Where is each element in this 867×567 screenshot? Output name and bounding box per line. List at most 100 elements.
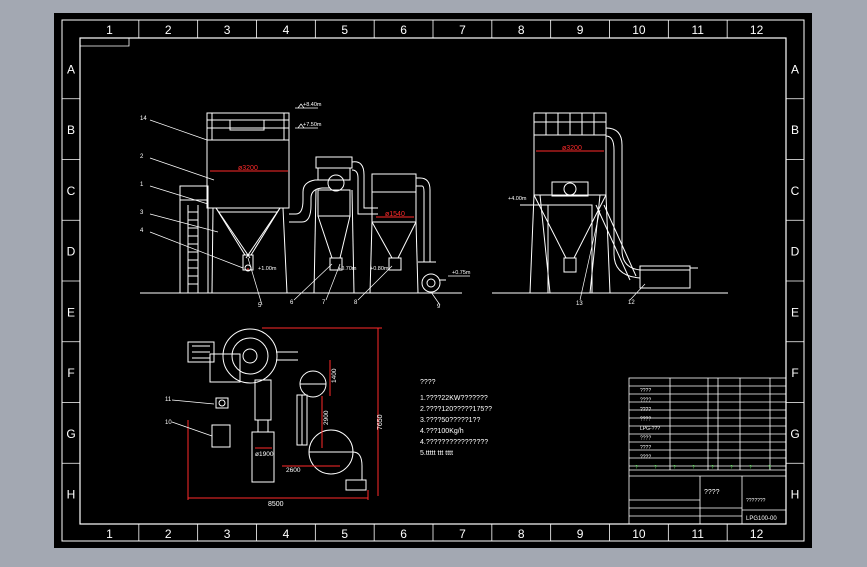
right-elevation-view xyxy=(492,112,728,294)
plan-diameter: ø1900 xyxy=(255,451,274,458)
title-block-row-label: ???? xyxy=(640,398,651,404)
grid-row-right: A xyxy=(791,62,799,76)
callout-number: 4 xyxy=(140,228,144,234)
grid-col-bottom: 5 xyxy=(341,527,348,541)
grid-col-bottom: 1 xyxy=(106,527,113,541)
grid-col-bottom: 9 xyxy=(577,527,584,541)
note-line: 3.????50?????1?? xyxy=(420,417,480,424)
note-line: 4.???????????????? xyxy=(420,439,488,446)
title-block-row-label: ???? xyxy=(640,455,651,461)
grid-col-bottom: 4 xyxy=(283,527,290,541)
grid-col-bottom: 2 xyxy=(165,527,172,541)
level-base-cyclone2: +0.80m xyxy=(370,266,389,272)
grid-row-left: E xyxy=(67,305,75,319)
plan-dim-d1: 1400 xyxy=(331,368,338,383)
title-block-mark: ???? xyxy=(704,489,720,496)
left-elevation-dimensions xyxy=(210,170,414,270)
level-top-b: +7.50m xyxy=(303,122,322,128)
note-line: 4.???100Kg/h xyxy=(420,428,464,435)
title-block-row-label: ???? xyxy=(640,417,651,423)
callout-number: 5 xyxy=(258,303,262,309)
grid-row-right: G xyxy=(790,427,799,441)
grid-row-right: E xyxy=(791,305,799,319)
callout-number: 3 xyxy=(140,210,144,216)
plan-view xyxy=(187,328,367,491)
level-markers xyxy=(295,103,470,277)
title-block-row-label: ???? xyxy=(640,388,651,394)
plan-dim-d3: 2600 xyxy=(286,467,301,474)
level-base-tower: +1.00m xyxy=(258,266,277,272)
level-top-a: +8.40m xyxy=(303,102,322,108)
title-block-green-mark: ? xyxy=(654,465,657,471)
plan-dim-height: 7650 xyxy=(377,414,384,430)
title-block xyxy=(628,377,787,525)
right-tower-diameter-label: ø3200 xyxy=(562,145,582,152)
callout-number: 7 xyxy=(322,300,326,306)
plan-callout-leaders xyxy=(171,399,215,437)
title-block-green-mark: ? xyxy=(730,465,733,471)
callout-number: 13 xyxy=(576,301,583,307)
grid-row-left: B xyxy=(67,123,75,137)
callout-numbers-right: 13 12 xyxy=(576,300,635,307)
grid-col-top: 2 xyxy=(165,23,172,37)
grid-col-top: 1 xyxy=(106,23,113,37)
corner-tag-box xyxy=(80,38,130,47)
grid-row-left: H xyxy=(67,488,76,502)
grid-row-right: H xyxy=(791,488,800,502)
grid-row-left: F xyxy=(67,366,74,380)
grid-row-right: F xyxy=(791,366,798,380)
grid-col-top: 11 xyxy=(692,23,705,37)
note-line: 2.????120?????175?? xyxy=(420,406,492,413)
title-block-green-mark: ? xyxy=(673,465,676,471)
notes-title: ???? xyxy=(420,379,436,386)
grid-col-bottom: 12 xyxy=(750,527,764,541)
grid-col-top: 8 xyxy=(518,23,525,37)
grid-col-bottom: 11 xyxy=(692,527,705,541)
title-block-company: ??????? xyxy=(746,498,766,504)
grid-col-top: 3 xyxy=(224,23,231,37)
grid-col-top: 4 xyxy=(283,23,290,37)
callout-leaders-left xyxy=(149,119,441,306)
callout-number: 10 xyxy=(165,420,172,426)
grid-col-top: 9 xyxy=(577,23,584,37)
level-side-right: +4.00m xyxy=(508,196,527,202)
callout-number: 14 xyxy=(140,116,147,122)
grid-row-right: D xyxy=(791,245,800,259)
grid-row-left: C xyxy=(67,184,76,198)
plan-dim-width: 8500 xyxy=(268,501,284,508)
grid-row-right: B xyxy=(791,123,799,137)
tower-diameter-label: ø3200 xyxy=(238,165,258,172)
title-block-row-label: LPG-??? xyxy=(640,426,660,432)
drawing-background xyxy=(54,13,812,548)
note-line: 1.????22KW??????? xyxy=(420,395,488,402)
plan-callout-numbers: 11 10 xyxy=(165,397,172,426)
grid-col-bottom: 6 xyxy=(400,527,407,541)
plan-dimensions xyxy=(187,327,382,500)
grid-col-bottom: 3 xyxy=(224,527,231,541)
grid-col-top: 10 xyxy=(632,23,646,37)
technical-notes: ???? 1.????22KW??????? 2.????120?????175?… xyxy=(420,379,492,457)
grid-row-left: D xyxy=(67,245,76,259)
grid-row-left: A xyxy=(67,62,75,76)
callout-number: 11 xyxy=(165,397,172,403)
level-base-cyclone1: +0.70m xyxy=(338,266,357,272)
grid-col-top: 12 xyxy=(750,23,764,37)
title-block-row-label: ???? xyxy=(640,445,651,451)
title-block-green-mark: ? xyxy=(749,465,752,471)
callout-leaders-right xyxy=(579,209,646,301)
note-line: 5.ttttt ttt tttt xyxy=(420,450,453,457)
title-block-green-mark: ? xyxy=(635,465,638,471)
callout-number: 6 xyxy=(290,300,294,306)
title-block-drawing-no: LPG100-00 xyxy=(746,516,777,522)
title-block-green-mark: ? xyxy=(711,465,714,471)
callout-number: 2 xyxy=(140,154,144,160)
callout-number: 12 xyxy=(628,300,635,306)
title-block-green-mark: ? xyxy=(692,465,695,471)
grid-col-top: 5 xyxy=(341,23,348,37)
title-block-row-label: ???? xyxy=(640,407,651,413)
grid-col-bottom: 10 xyxy=(632,527,646,541)
